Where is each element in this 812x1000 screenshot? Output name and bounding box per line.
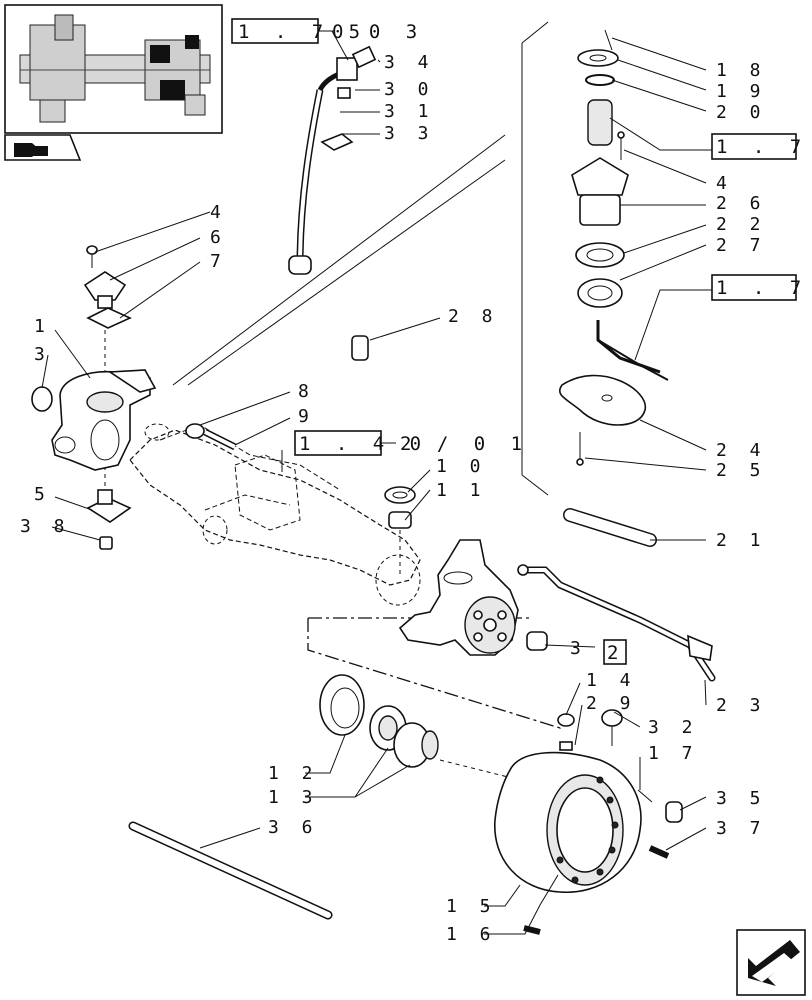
ref-box-2-text: 2 — [607, 642, 625, 664]
ref-box-1-75-003-suffix: 0 0 3 — [332, 21, 424, 43]
right-steering-knuckle — [398, 539, 548, 656]
label-31: 3 1 — [384, 101, 435, 122]
next-page-arrow-icon[interactable] — [736, 929, 806, 996]
section-divider-lines — [172, 21, 561, 729]
axle-assembly-thumbnail[interactable] — [4, 4, 223, 134]
label-16: 1 6 — [446, 924, 497, 945]
ref-box-1-40-201[interactable]: 1 . 4 0 2 / 0 1 — [294, 430, 529, 456]
label-3-left: 3 — [34, 344, 51, 365]
ref-box-1-75-003[interactable]: 1 . 7 5 0 0 3 — [231, 18, 424, 44]
wheel-sensor-stack — [558, 29, 669, 466]
label-5: 5 — [34, 484, 51, 505]
label-13: 1 3 — [268, 787, 319, 808]
label-4-right: 4 — [716, 173, 733, 194]
label-12: 1 2 — [268, 763, 319, 784]
ref-box-1-40-text: 1 . 4 0 — [299, 433, 428, 455]
plug-28 — [351, 335, 369, 361]
wheel-bearings — [319, 674, 561, 791]
label-9: 9 — [298, 406, 315, 427]
left-kingpin-parts — [31, 245, 132, 550]
label-20: 2 0 — [716, 102, 767, 123]
label-27: 2 7 — [716, 235, 767, 256]
ref-box-1-75-003-text: 1 . 7 5 — [238, 21, 367, 43]
bolt-and-washers — [185, 423, 416, 575]
sensor-cable-assembly — [288, 45, 377, 275]
label-24: 2 4 — [716, 440, 767, 461]
label-10: 1 0 — [436, 456, 487, 477]
label-4-left: 4 — [210, 202, 227, 223]
label-11: 1 1 — [436, 480, 487, 501]
left-steering-knuckle — [51, 369, 157, 471]
label-21: 2 1 — [716, 530, 767, 551]
label-8: 8 — [298, 381, 315, 402]
label-34: 3 4 — [384, 52, 435, 73]
label-28: 2 8 — [448, 306, 499, 327]
label-7: 7 — [210, 251, 227, 272]
label-6: 6 — [210, 227, 227, 248]
label-1: 1 — [34, 316, 51, 337]
label-35: 3 5 — [716, 788, 767, 809]
label-30: 3 0 — [384, 79, 435, 100]
label-19: 1 9 — [716, 81, 767, 102]
folder-arrow-icon[interactable] — [4, 134, 82, 161]
label-38: 3 8 — [20, 516, 71, 537]
ref-box-1-40-suffix: 2 / 0 1 — [400, 433, 529, 455]
label-26: 2 6 — [716, 193, 767, 214]
label-18: 1 8 — [716, 60, 767, 81]
leader-lines — [41, 30, 712, 935]
hose-and-tube — [517, 508, 716, 682]
axle-housing — [129, 423, 421, 606]
ref-box-1-75-mid-right-text: 1 . 7 5 . — [716, 277, 812, 299]
ref-box-2[interactable]: 2 — [603, 639, 627, 665]
ref-box-1-75-top-right-text: 1 . 7 5 . — [716, 136, 812, 158]
ref-box-1-75-top-right[interactable]: 1 . 7 5 . — [711, 133, 812, 160]
label-23: 2 3 — [716, 695, 767, 716]
label-37: 3 7 — [716, 818, 767, 839]
ref-box-1-75-mid-right[interactable]: 1 . 7 5 . — [711, 274, 812, 301]
label-36: 3 6 — [268, 817, 319, 838]
label-17: 1 7 — [648, 743, 699, 764]
wheel-hub — [494, 709, 683, 935]
label-25: 2 5 — [716, 460, 767, 481]
label-15: 1 5 — [446, 896, 497, 917]
drive-shaft — [128, 821, 333, 920]
part-labels: 1 8 1 9 2 0 4 2 6 2 2 2 7 2 4 2 5 2 1 2 … — [20, 52, 767, 945]
label-33: 3 3 — [384, 123, 435, 144]
label-32: 3 2 — [648, 717, 699, 738]
label-14: 1 4 — [586, 670, 637, 691]
label-3-right: 3 — [570, 638, 587, 659]
label-29: 2 9 — [586, 693, 637, 714]
label-22: 2 2 — [716, 214, 767, 235]
